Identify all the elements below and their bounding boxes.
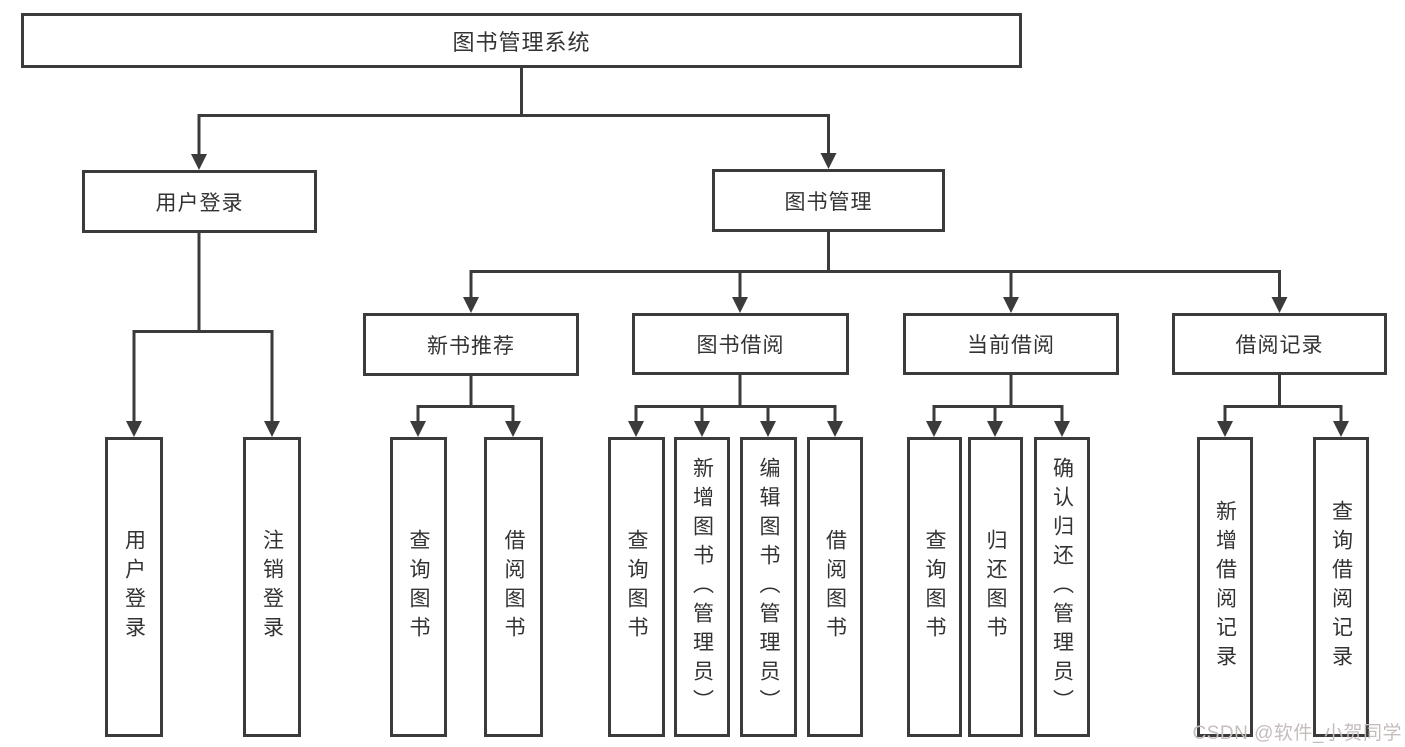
csdn-watermark: CSDN @软件_小贺同学 [1192,723,1402,744]
leaf-confirm-return-admin: 确认归还（管理员） [1034,437,1090,737]
leaf-label: 注销登录 [260,529,284,645]
leaf-label: 借阅图书 [502,529,525,645]
leaf-label: 用户登录 [122,529,146,645]
node-label: 借阅记录 [1235,334,1324,357]
leaf-edit-books-admin: 编辑图书（管理员） [740,437,797,737]
node-label: 图书管理 [784,190,873,214]
leaf-query-books-current: 查询图书 [907,437,962,737]
node-label: 当前借阅 [967,334,1055,357]
node-new-book-recommendation: 新书推荐 [363,313,579,376]
node-book-management: 图书管理 [712,169,945,232]
leaf-label: 归还图书 [984,529,1007,645]
leaf-return-books: 归还图书 [968,437,1023,737]
leaf-label: 新增借阅记录 [1213,500,1237,674]
node-book-borrowing: 图书借阅 [632,313,849,375]
node-label: 图书借阅 [696,334,785,357]
node-label: 图书管理系统 [452,29,591,55]
node-library-management-system: 图书管理系统 [21,13,1022,68]
node-borrowing-records: 借阅记录 [1172,313,1387,375]
leaf-query-books-borrowing: 查询图书 [608,437,665,737]
leaf-label: 新增图书（管理员） [690,456,714,718]
node-user-login: 用户登录 [82,170,317,233]
leaf-label: 借阅图书 [823,529,847,645]
leaf-label: 查询图书 [625,529,648,645]
leaf-logout: 注销登录 [243,437,301,737]
node-current-borrowing: 当前借阅 [903,313,1119,375]
leaf-query-borrow-record: 查询借阅记录 [1313,437,1369,737]
node-label: 新书推荐 [427,334,515,358]
leaf-label: 查询图书 [923,529,946,645]
leaf-label: 查询借阅记录 [1329,500,1353,674]
leaf-label: 编辑图书（管理员） [757,456,780,718]
leaf-add-books-admin: 新增图书（管理员） [674,437,730,737]
leaf-query-books-recommend: 查询图书 [390,437,447,737]
leaf-borrow-books-borrowing: 借阅图书 [807,437,863,737]
leaf-label: 查询图书 [407,529,430,645]
leaf-label: 确认归还（管理员） [1050,456,1074,718]
leaf-borrow-books-recommend: 借阅图书 [484,437,543,737]
leaf-add-borrow-record: 新增借阅记录 [1197,437,1253,737]
leaf-user-login: 用户登录 [105,437,163,737]
node-label: 用户登录 [155,191,244,215]
